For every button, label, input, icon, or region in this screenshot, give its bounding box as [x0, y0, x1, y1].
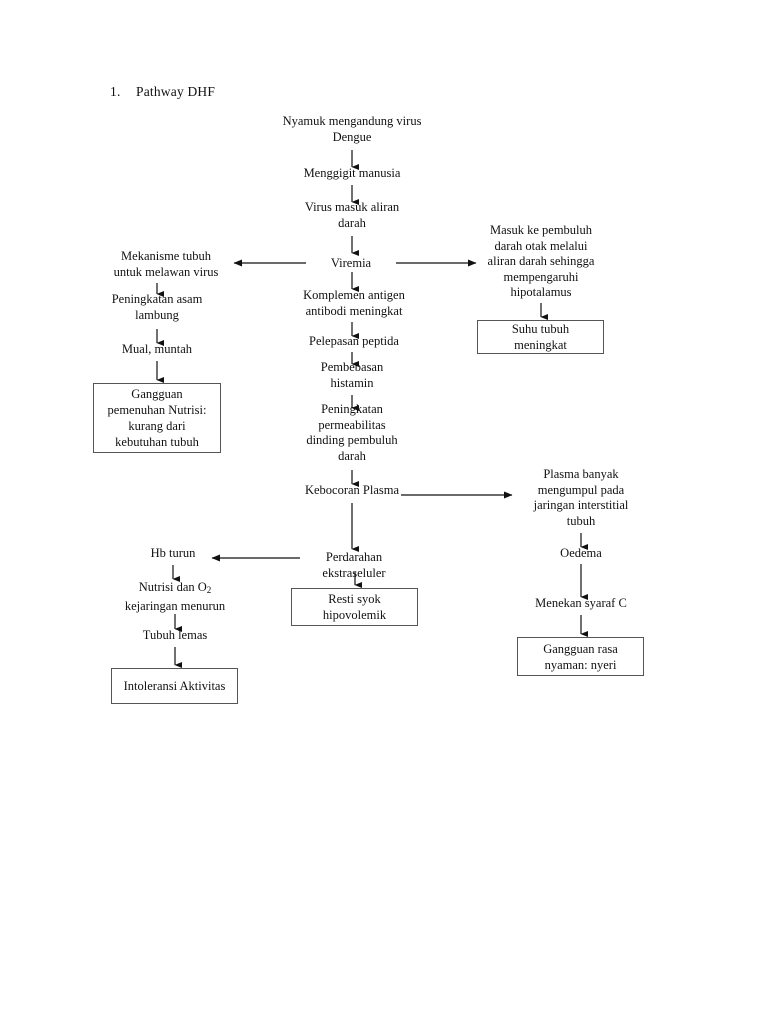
flow-node-menggigit-manusia: Menggigit manusia [303, 166, 401, 180]
flow-node-tubuh-lemas: Tubuh lemas [142, 628, 208, 642]
page-title: 1. Pathway DHF [110, 84, 215, 100]
page-title-text: Pathway DHF [136, 84, 216, 99]
flow-box-resti-syok-hipovolemik: Resti syok hipovolemik [291, 588, 418, 626]
flow-node-kebocoran-plasma: Kebocoran Plasma [304, 483, 400, 497]
subscript-two: 2 [206, 585, 212, 595]
flow-box-gangguan-pemenuhan-nutrisi: Gangguan pemenuhan Nutrisi: kurang dari … [93, 383, 221, 453]
flow-node-mekanisme-tubuh-melawan-virus: Mekanisme tubuh untuk melawan virus [113, 249, 219, 279]
flow-node-mual-muntah: Mual, muntah [121, 342, 193, 356]
flow-node-virus-masuk-aliran-darah: Virus masuk aliran darah [304, 200, 400, 230]
page-title-number: 1. [110, 84, 121, 99]
flow-box-intoleransi-aktivitas: Intoleransi Aktivitas [111, 668, 238, 704]
flow-node-hb-turun: Hb turun [150, 546, 196, 560]
flow-node-peningkatan-permeabilitas-dinding: Peningkatan permeabilitas dinding pembul… [306, 402, 398, 463]
flow-node-pelepasan-peptida: Pelepasan peptida [309, 334, 399, 348]
flow-node-peningkatan-asam-lambung: Peningkatan asam lambung [111, 292, 203, 322]
flow-node-plasma-mengumpul-interstitial: Plasma banyak mengumpul pada jaringan in… [533, 467, 629, 528]
flow-box-gangguan-rasa-nyaman-nyeri: Gangguan rasa nyaman: nyeri [517, 637, 644, 676]
flow-node-viremia: Viremia [306, 256, 396, 272]
flow-node-masuk-pembuluh-darah-otak: Masuk ke pembuluh darah otak melalui ali… [487, 223, 595, 299]
flow-box-suhu-tubuh-meningkat: Suhu tubuh meningkat [477, 320, 604, 354]
flow-node-nyamuk-virus-dengue: Nyamuk mengandung virus Dengue [282, 114, 422, 144]
flow-node-oedema: Oedema [560, 546, 602, 560]
flow-node-menekan-syaraf-c: Menekan syaraf C [535, 596, 627, 610]
flow-node-pembebasan-histamin: Pembebasan histamin [320, 360, 384, 390]
flow-node-komplemen-antigen-antibodi: Komplemen antigen antibodi meningkat [303, 288, 405, 318]
flow-node-perdarahan-ekstraseluler: Perdarahan ekstraseluler [322, 550, 386, 580]
